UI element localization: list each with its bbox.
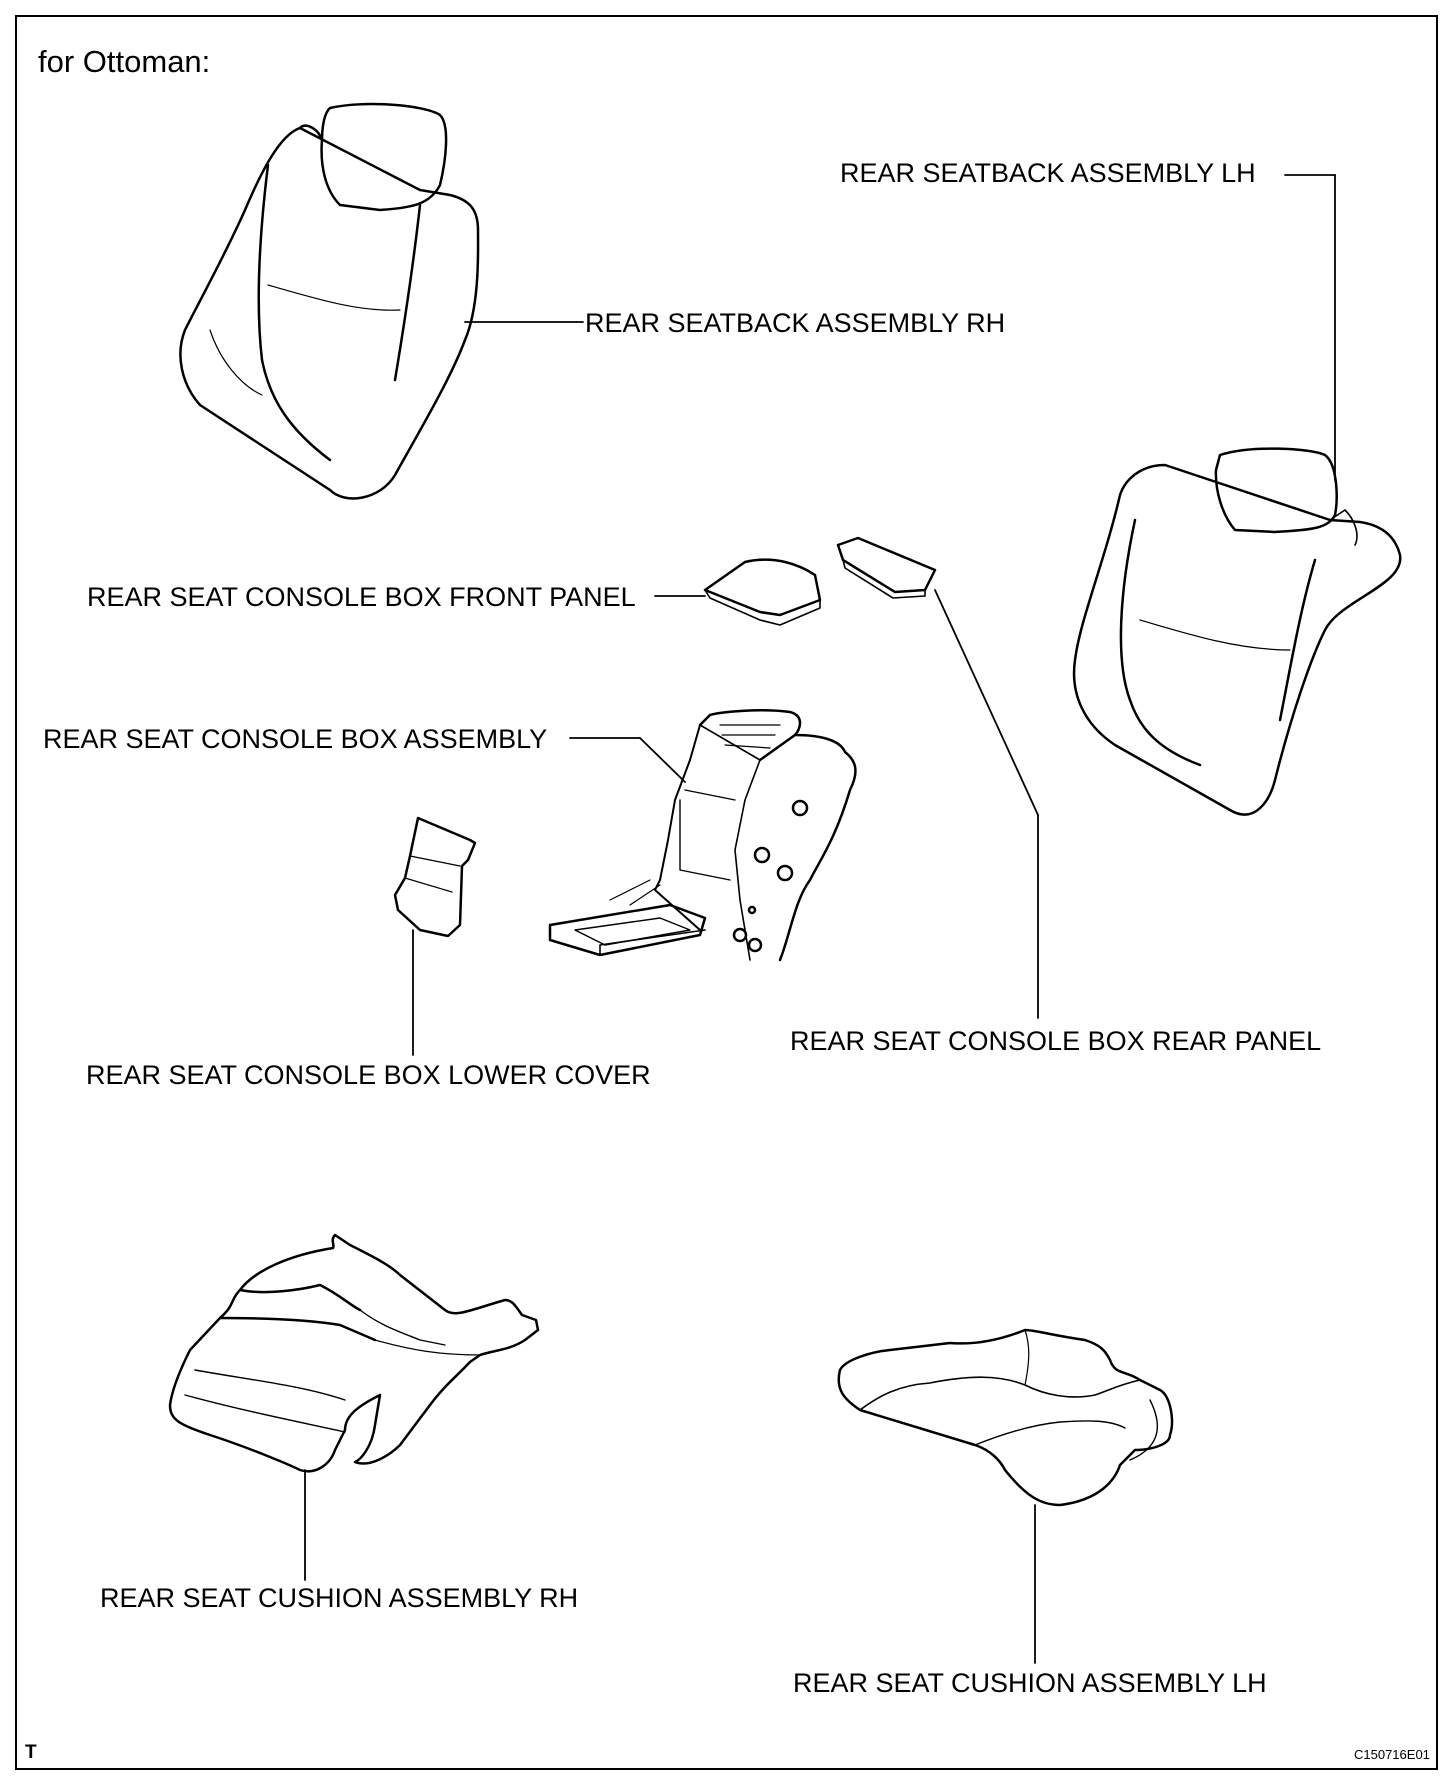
leader-console-rear-panel-diagonal: [934, 589, 1039, 816]
label-console-rear-panel: REAR SEAT CONSOLE BOX REAR PANEL: [790, 1026, 1322, 1056]
label-console-front-panel: REAR SEAT CONSOLE BOX FRONT PANEL: [87, 582, 636, 612]
label-cushion-lh: REAR SEAT CUSHION ASSEMBLY LH: [793, 1668, 1267, 1698]
console-front-panel-drawing: [703, 558, 822, 626]
cushion-lh-drawing: [837, 1328, 1174, 1507]
label-console-lower-cover: REAR SEAT CONSOLE BOX LOWER COVER: [86, 1060, 651, 1090]
leader-lines: [304, 174, 1336, 1664]
page-title: for Ottoman:: [38, 44, 211, 79]
label-cushion-rh: REAR SEAT CUSHION ASSEMBLY RH: [100, 1583, 579, 1613]
leader-console-box-assembly-diagonal: [639, 737, 686, 783]
label-seatback-lh: REAR SEATBACK ASSEMBLY LH: [840, 158, 1256, 188]
seatback-lh-drawing: [1072, 447, 1402, 816]
corner-mark: T: [25, 1742, 37, 1763]
seatback-rh-drawing: [179, 102, 480, 500]
console-lower-cover-drawing: [393, 816, 477, 938]
console-box-assembly-drawing: [548, 709, 857, 962]
label-console-box-assembly: REAR SEAT CONSOLE BOX ASSEMBLY: [43, 724, 548, 754]
diagram-frame: [15, 15, 1438, 1770]
cushion-rh-drawing: [168, 1233, 540, 1473]
label-seatback-rh: REAR SEATBACK ASSEMBLY RH: [585, 308, 1006, 338]
figure-id: C150716E01: [1354, 1747, 1430, 1762]
console-rear-panel-drawing: [836, 536, 937, 599]
